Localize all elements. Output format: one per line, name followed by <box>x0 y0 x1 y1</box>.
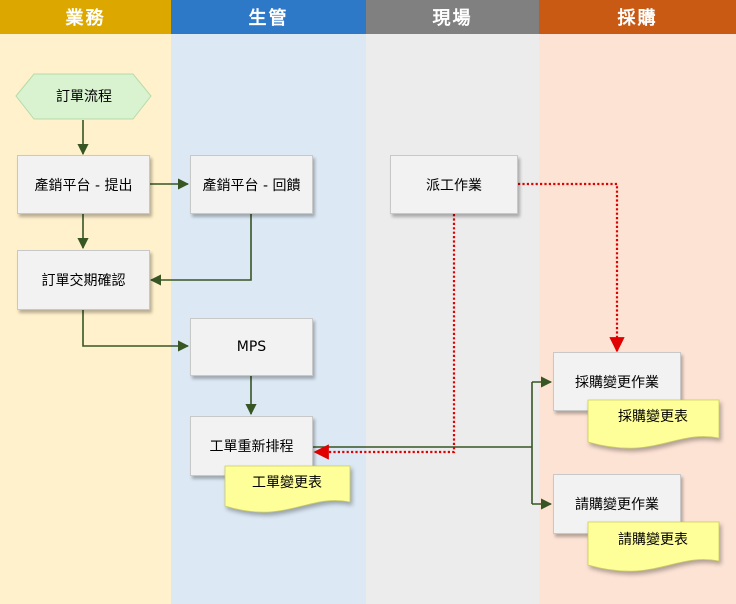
mps-node: MPS <box>190 318 313 376</box>
lane-body-site <box>366 34 539 604</box>
lane-header-production: 生管 <box>171 0 366 34</box>
lane-header-sales: 業務 <box>0 0 171 34</box>
dotted-dispatch-to-reschedule <box>313 214 456 460</box>
lane-header-site: 現場 <box>366 0 539 34</box>
dispatch-node: 派工作業 <box>390 155 518 214</box>
requisition-change-form-label: 請購變更表 <box>618 532 688 548</box>
lane-sales: 業務 <box>0 0 171 604</box>
order-flow-label: 訂單流程 <box>56 89 112 105</box>
lane-body-sales <box>0 34 171 604</box>
connector-reply-to-confirm <box>149 214 252 286</box>
work-order-change-form-label: 工單變更表 <box>252 475 322 491</box>
lane-header-purchasing: 採購 <box>539 0 736 34</box>
purchase-change-form-doc: 採購變更表 <box>587 399 720 449</box>
dotted-dispatch-to-purchase <box>518 182 625 353</box>
purchase-change-form-label: 採購變更表 <box>618 409 688 425</box>
requisition-change-form-doc: 請購變更表 <box>587 521 720 572</box>
lane-site: 現場 <box>366 0 539 604</box>
work-order-change-form-doc: 工單變更表 <box>224 465 351 513</box>
connector-confirm-to-mps <box>82 310 190 352</box>
order-confirm-node: 訂單交期確認 <box>17 250 150 310</box>
production-reply-node: 產銷平台 - 回饋 <box>190 155 313 214</box>
sales-submit-node: 產銷平台 - 提出 <box>17 155 150 214</box>
